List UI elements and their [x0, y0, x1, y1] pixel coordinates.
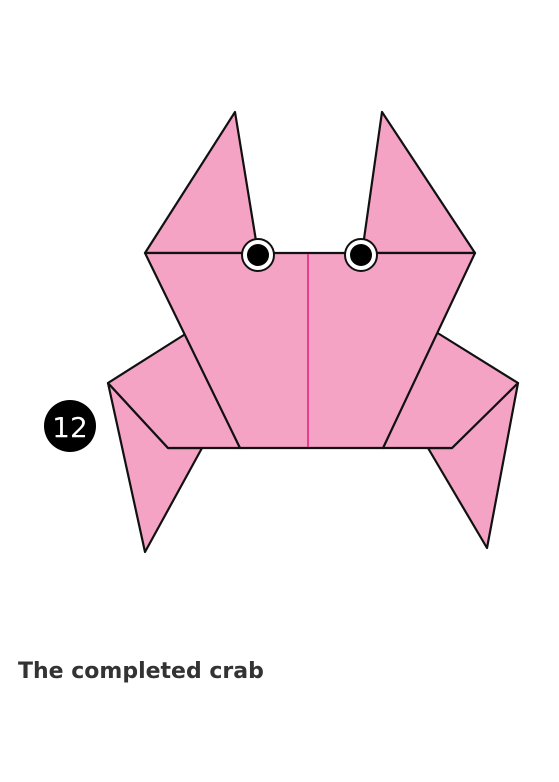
left-eye — [241, 238, 275, 272]
crab-figure — [106, 110, 520, 554]
crab-origami-diagram: 12 — [44, 110, 520, 554]
right-eye — [344, 238, 378, 272]
step-number-badge: 12 — [44, 400, 96, 452]
left-claw — [143, 110, 260, 255]
right-claw — [360, 110, 477, 255]
step-number-text: 12 — [52, 411, 88, 444]
caption-text: The completed crab — [18, 659, 264, 684]
